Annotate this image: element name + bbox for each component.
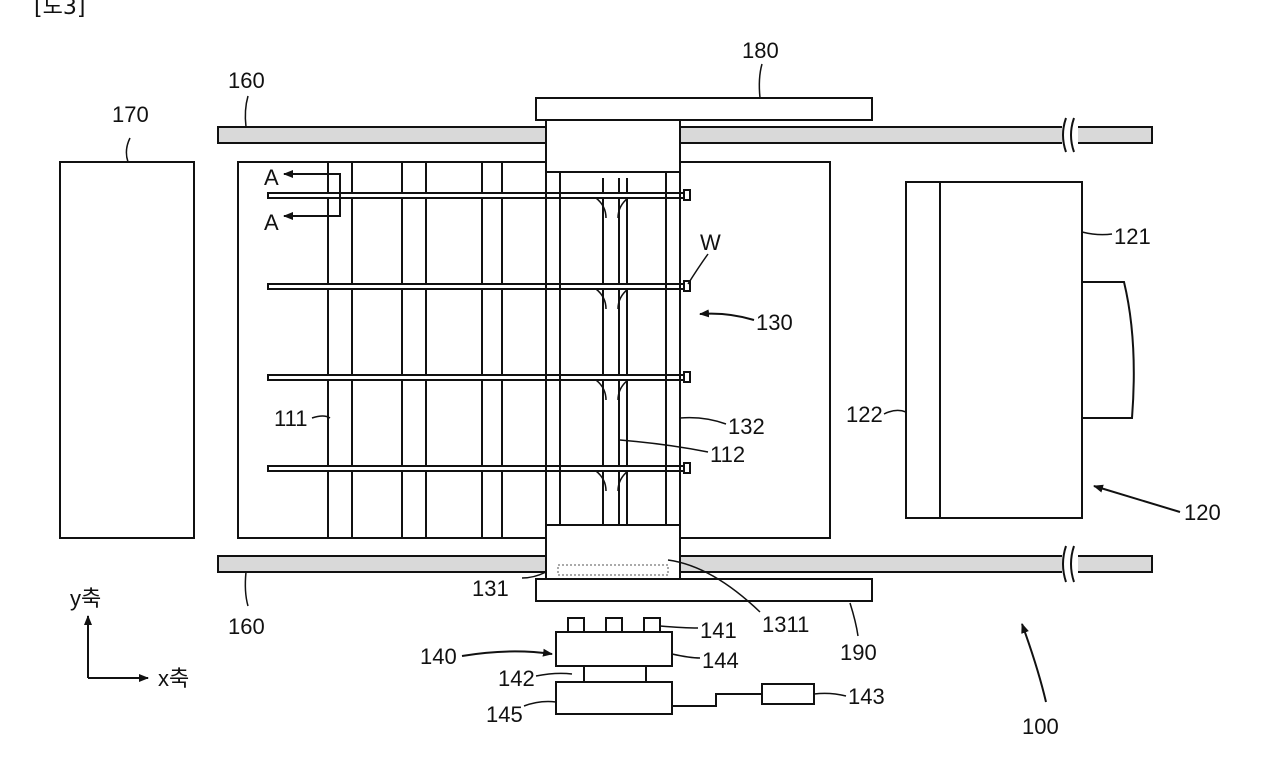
leader-160-bottom: [245, 572, 248, 606]
leader-141: [660, 626, 698, 628]
figure-header: [도3]: [34, 0, 85, 20]
label-140: 140: [420, 644, 457, 669]
leader-170: [126, 138, 130, 162]
unit-120: [906, 182, 1134, 518]
leader-122: [884, 410, 906, 414]
label-170: 170: [112, 102, 149, 127]
label-132: 132: [728, 414, 765, 439]
label-141: 141: [700, 618, 737, 643]
x-axis-label: x축: [158, 666, 189, 691]
leader-143: [814, 693, 846, 696]
arrow-140: [462, 651, 552, 656]
leader-145: [524, 702, 556, 707]
label-121: 121: [1114, 224, 1151, 249]
label-1311: 1311: [762, 612, 809, 637]
table-area: [238, 162, 830, 538]
block-170: [60, 162, 194, 538]
leader-142: [536, 673, 572, 676]
leader-121: [1082, 232, 1112, 235]
label-122: 122: [846, 402, 883, 427]
label-111: 111: [274, 406, 307, 431]
section-label-a-1: A: [264, 165, 279, 190]
label-180: 180: [742, 38, 779, 63]
plate-180: [536, 98, 872, 120]
arrow-120: [1094, 486, 1180, 512]
label-131: 131: [472, 576, 509, 601]
rail-160-top: [218, 127, 1152, 143]
label-143: 143: [848, 684, 885, 709]
label-130: 130: [756, 310, 793, 335]
section-label-a-2: A: [264, 210, 279, 235]
label-100: 100: [1022, 714, 1059, 739]
label-160-top: 160: [228, 68, 265, 93]
leader-160-top: [245, 96, 248, 127]
label-190: 190: [840, 640, 877, 665]
label-120: 120: [1184, 500, 1221, 525]
axis-indicator: [88, 616, 148, 678]
label-160-bottom: 160: [228, 614, 265, 639]
label-112: 112: [710, 442, 745, 467]
leader-144: [672, 654, 700, 658]
label-144: 144: [702, 648, 739, 673]
label-142: 142: [498, 666, 535, 691]
leader-190: [850, 603, 858, 636]
plate-190: [536, 579, 872, 601]
label-145: 145: [486, 702, 523, 727]
leader-180: [759, 64, 762, 98]
y-axis-label: y축: [70, 586, 101, 611]
label-w: W: [700, 230, 721, 255]
arrow-100: [1022, 624, 1046, 702]
